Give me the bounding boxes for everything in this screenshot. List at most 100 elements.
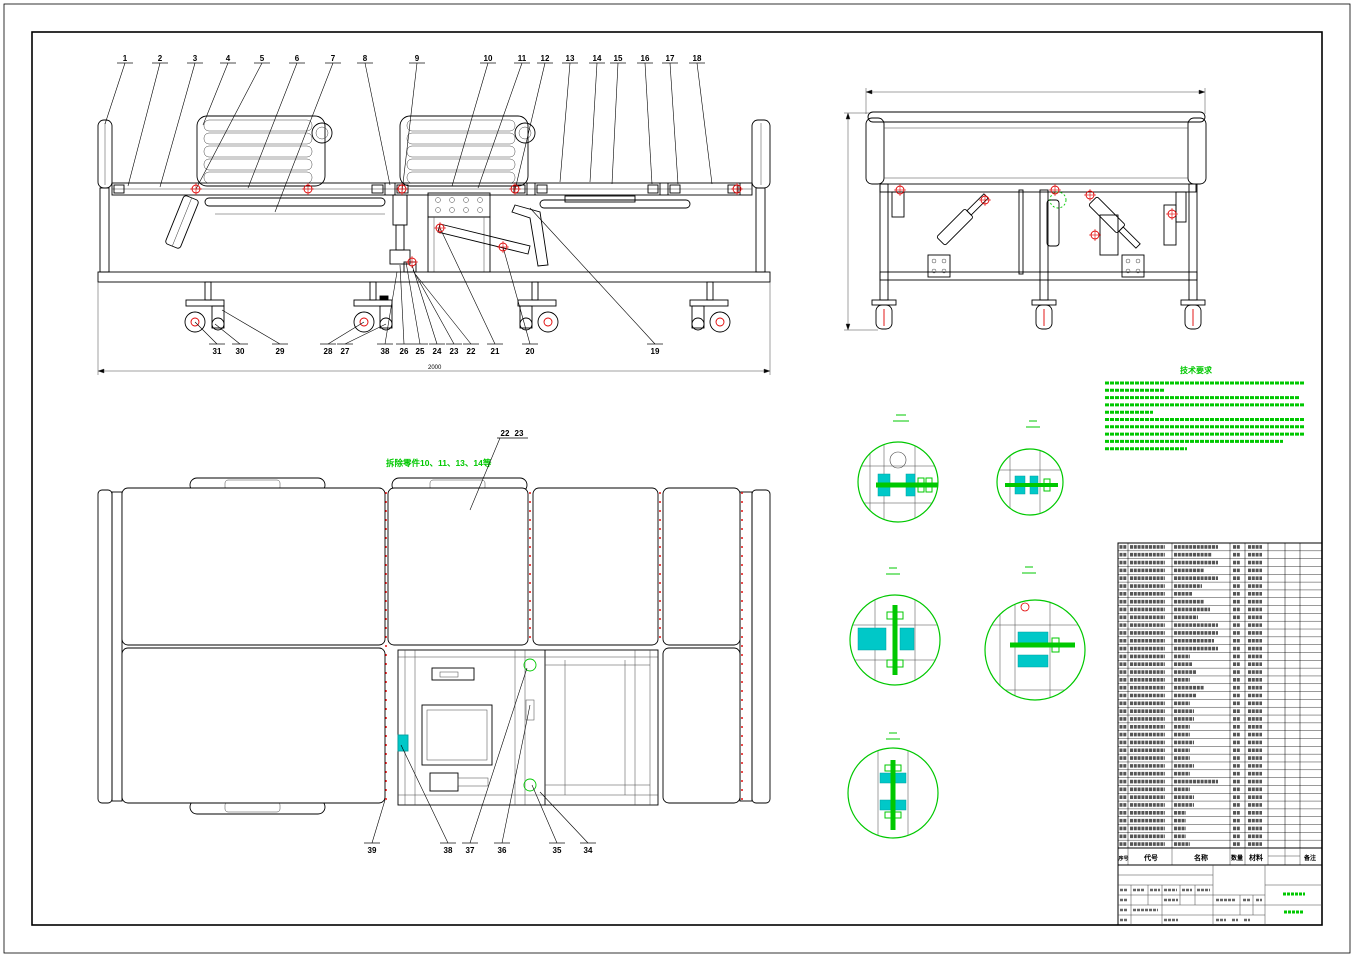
front-top-label-5: 5 <box>195 54 270 190</box>
side-caster-2 <box>1031 299 1057 330</box>
front-top-label-14: 14 <box>589 54 605 183</box>
front-bottom-label-3: 29 <box>221 309 288 356</box>
caster-4 <box>689 299 731 333</box>
label-number: 3 <box>193 54 198 63</box>
leader-line <box>415 274 472 345</box>
label-number: 39 <box>368 846 377 855</box>
back-cushion <box>196 115 333 187</box>
leader-line <box>221 309 281 345</box>
label-number: 15 <box>614 54 623 63</box>
label-number: 27 <box>341 347 350 356</box>
leader-line <box>214 323 241 345</box>
leader-line <box>502 246 531 345</box>
label-number: 36 <box>498 846 507 855</box>
hinge-marker <box>1084 189 1096 201</box>
leader-line <box>344 323 387 345</box>
plan-headboard <box>97 489 113 804</box>
label-number: 35 <box>553 846 562 855</box>
front-top-label-17: 17 <box>662 54 679 185</box>
front-bottom-label-5: 27 <box>337 323 387 356</box>
plan-bottom-label-3: 37 <box>462 667 528 855</box>
leader-line <box>194 321 218 345</box>
label-number: 10 <box>484 54 493 63</box>
label-number: 19 <box>651 347 660 356</box>
plan-bottom-label-5: 35 <box>531 784 565 855</box>
label-number: 25 <box>416 347 425 356</box>
caster-1 <box>184 299 225 333</box>
front-top-label-12: 12 <box>514 54 553 191</box>
sheet-outer-border <box>3 3 1351 954</box>
panel-back <box>121 487 386 646</box>
detail-view-d <box>984 566 1086 701</box>
side-caster-1 <box>871 299 897 330</box>
label-number: 14 <box>593 54 602 63</box>
label-number: 23 <box>515 429 524 438</box>
front-top-label-4: 4 <box>202 54 236 126</box>
leader-line <box>247 62 298 189</box>
hinge-marker <box>396 183 408 195</box>
detail-view-a <box>857 414 939 523</box>
sheet-inner-border <box>31 31 1323 926</box>
side-board-right <box>1187 117 1207 185</box>
label-number: 20 <box>526 347 535 356</box>
label-number: 22 <box>467 347 476 356</box>
panel-thigh <box>532 487 659 646</box>
leader-line <box>559 62 571 183</box>
side-caster-3 <box>1180 299 1206 330</box>
plan-view <box>97 477 771 815</box>
front-top-label-16: 16 <box>637 54 653 185</box>
plan-bottom-label-1: 39 <box>364 799 386 855</box>
label-number: 23 <box>450 347 459 356</box>
front-top-label-6: 6 <box>247 54 305 189</box>
leader-line <box>469 667 528 844</box>
plan-mechanism <box>397 649 659 806</box>
front-bottom-label-11: 22 <box>415 274 479 356</box>
front-bottom-label-6: 38 <box>377 271 398 356</box>
bent-link <box>511 204 549 267</box>
label-number: 22 <box>501 429 510 438</box>
leader-line <box>399 264 405 345</box>
front-bottom-label-2: 30 <box>214 323 248 356</box>
leader-line <box>696 62 713 185</box>
label-number: 37 <box>466 846 475 855</box>
panel-leg-lower <box>662 647 741 804</box>
leader-line <box>611 62 619 185</box>
front-view <box>97 115 771 375</box>
leader-line <box>477 62 523 189</box>
leader-line <box>439 227 496 345</box>
side-view-dimensions <box>844 88 1206 331</box>
caster-3 <box>517 299 559 333</box>
bottom-rail <box>879 271 1198 281</box>
mount-box-right <box>1121 254 1145 278</box>
label-number: 12 <box>541 54 550 63</box>
hinge-marker <box>434 222 446 234</box>
leader-line <box>195 62 263 190</box>
label-number: 26 <box>400 347 409 356</box>
side-actuator <box>165 195 199 249</box>
back-frame-tube <box>204 197 386 207</box>
leader-line <box>501 704 531 844</box>
parts-list-rows <box>1118 543 1322 848</box>
label-number: 8 <box>363 54 368 63</box>
front-top-label-18: 18 <box>689 54 713 185</box>
length-dimension-value: 2000 <box>428 365 442 371</box>
hinge-marker <box>1166 208 1178 220</box>
plan-view-note: 拆除零件10、11、13、14等 <box>386 458 492 468</box>
front-top-label-7: 7 <box>274 54 341 213</box>
front-bottom-label-9: 24 <box>411 264 445 356</box>
leader-line <box>202 62 229 126</box>
label-number: 4 <box>226 54 231 63</box>
hinge-marker <box>302 183 314 195</box>
front-top-label-8: 8 <box>357 54 391 186</box>
label-number: 6 <box>295 54 300 63</box>
hinge-marker <box>497 241 509 253</box>
top-panel <box>867 111 1206 123</box>
leader-line <box>529 207 656 345</box>
panel-back-lower <box>121 647 386 804</box>
detail-view-c <box>849 567 941 686</box>
front-bottom-label-4: 28 <box>320 321 365 356</box>
detail-view-e <box>847 732 939 839</box>
hinge-marker <box>1049 184 1061 196</box>
leader-line <box>159 62 196 188</box>
